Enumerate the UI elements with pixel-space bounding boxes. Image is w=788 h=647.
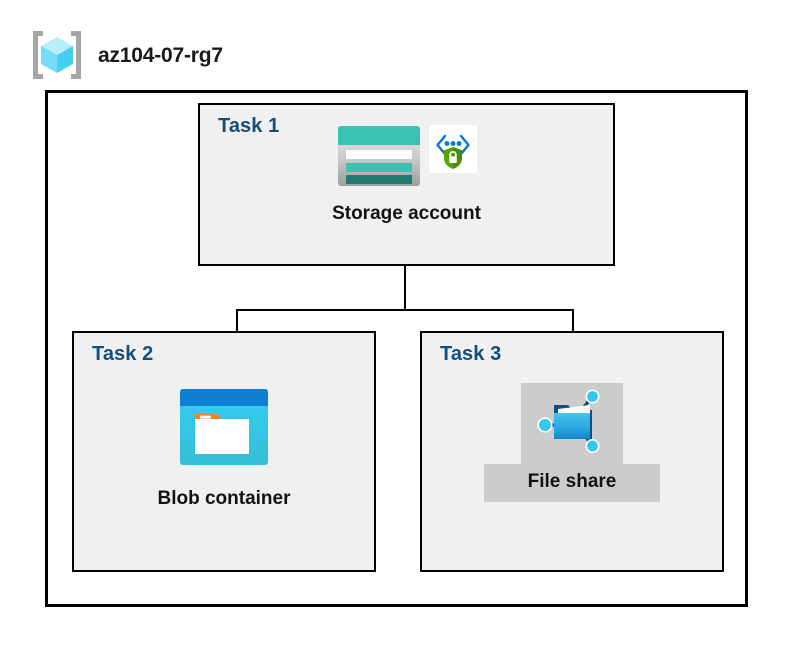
node-file-share[interactable]: File share <box>422 383 722 502</box>
resource-group-title: az104-07-rg7 <box>98 43 223 67</box>
connector-branch-horizontal <box>236 309 574 311</box>
task-3-label: Task 3 <box>440 343 502 365</box>
task-1-box: Task 1 <box>198 103 615 266</box>
private-endpoint-secured-icon <box>428 125 477 173</box>
node-storage-account[interactable]: Storage account <box>200 125 613 226</box>
storage-account-icon <box>337 125 421 187</box>
file-share-label-highlight: File share <box>483 464 661 502</box>
blob-container-caption: Blob container <box>157 488 291 509</box>
connector-storage-to-branch <box>404 266 406 311</box>
task-2-box: Task 2 <box>72 331 376 572</box>
storage-account-icon-group <box>337 125 477 191</box>
task-3-box: Task 3 <box>420 331 724 572</box>
blob-container-icon <box>179 388 269 466</box>
file-share-caption: File share <box>527 471 617 492</box>
file-share-selection-highlight <box>521 383 623 464</box>
azure-resource-group-icon <box>30 29 84 81</box>
task-1-label: Task 1 <box>218 115 280 137</box>
node-blob-container[interactable]: Blob container <box>74 388 374 511</box>
file-share-icon <box>534 387 610 459</box>
task-2-label: Task 2 <box>92 343 154 365</box>
resource-group-header: az104-07-rg7 <box>30 26 430 84</box>
storage-account-caption: Storage account <box>332 203 481 224</box>
